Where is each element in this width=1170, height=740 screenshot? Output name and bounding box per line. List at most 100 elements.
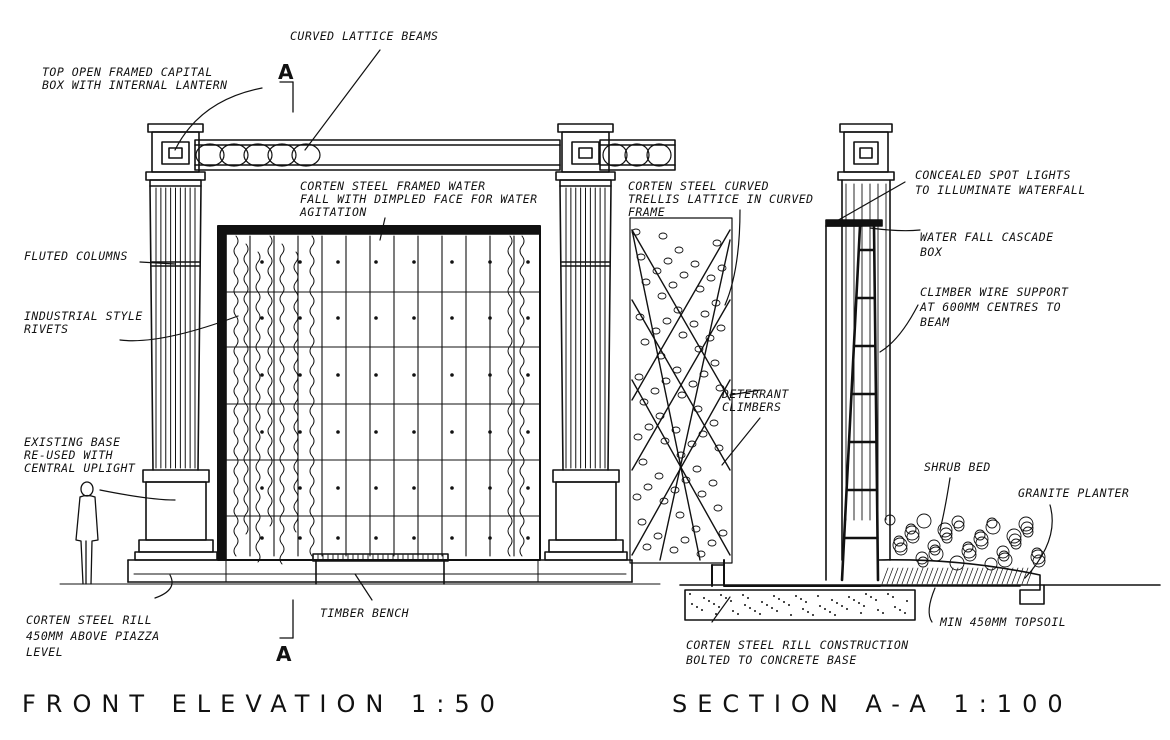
label-rivets: INDUSTRIAL STYLE RIVETS — [24, 310, 143, 336]
rivet — [374, 373, 378, 377]
climbing-vine — [267, 235, 273, 527]
curved-lattice-beam — [194, 139, 676, 171]
rivet — [526, 316, 530, 320]
trellis-leaf — [690, 260, 700, 268]
trellis-leaf — [661, 377, 671, 385]
aggregate-dot — [737, 613, 739, 615]
label-line: EXISTING BASE — [24, 435, 121, 449]
label-granite-planter: GRANITE PLANTER — [1018, 486, 1130, 500]
aggregate-dot — [783, 601, 785, 603]
title-front-elevation: FRONT ELEVATION 1:50 — [22, 690, 505, 718]
aggregate-dot — [732, 610, 734, 612]
shrub-leaf — [916, 513, 932, 529]
rivet — [298, 373, 302, 377]
climbing-vine — [309, 235, 315, 557]
aggregate-dot — [766, 604, 768, 606]
aggregate-dot — [877, 609, 879, 611]
shrub-leaf — [973, 531, 989, 547]
shrub-leaf — [962, 541, 974, 553]
soil-hatch — [906, 567, 914, 585]
trellis-leaf — [676, 451, 686, 459]
aggregate-dot — [701, 609, 703, 611]
label-line: CLIMBER WIRE SUPPORT — [920, 285, 1069, 299]
label-climber-wire: CLIMBER WIRE SUPPORT AT 600MM CENTRES TO… — [920, 285, 1068, 330]
aggregate-dot — [805, 601, 807, 603]
soil-hatch — [901, 567, 909, 585]
section-line — [279, 81, 294, 639]
trellis-leaf — [710, 359, 720, 367]
label-line: AGITATION — [300, 205, 367, 219]
soil-hatch — [891, 567, 899, 585]
rivet — [336, 316, 340, 320]
lattice-ring — [646, 143, 672, 167]
aggregate-dot — [802, 608, 804, 610]
shrub-bed — [884, 513, 1046, 571]
shrub-leaf — [884, 514, 896, 526]
label-line: LEVEL — [26, 645, 64, 659]
left-column — [134, 123, 218, 561]
lattice-ring — [219, 143, 249, 167]
climbing-vine — [233, 235, 239, 557]
shrub-leaf — [963, 548, 977, 562]
trellis-leaf — [694, 345, 704, 353]
trellis-leaf — [673, 306, 683, 314]
shrub-leaf — [974, 529, 986, 541]
aggregate-dot — [730, 600, 732, 602]
shrub-leaf — [893, 535, 905, 547]
trellis-leaf — [677, 391, 687, 399]
soil-hatch — [946, 567, 954, 585]
trellis-leaf — [681, 476, 691, 484]
aggregate-dot — [841, 605, 843, 607]
trellis-leaf — [663, 257, 673, 265]
trellis-leaf — [670, 486, 680, 494]
aggregate-dot — [892, 596, 894, 598]
label-rill-construction: CORTEN STEEL RILL CONSTRUCTION BOLTED TO… — [686, 638, 909, 668]
shrub-leaf — [937, 522, 953, 538]
soil-hatch — [921, 567, 929, 585]
climbing-vine — [279, 243, 285, 565]
trellis-leaf — [659, 497, 669, 505]
rivet — [298, 430, 302, 434]
soil-hatch — [1016, 567, 1024, 585]
aggregate-dot — [860, 612, 862, 614]
shrub-leaf — [951, 515, 965, 529]
aggregate-dot — [853, 599, 855, 601]
soil-hatch — [1011, 567, 1019, 585]
aggregate-dot — [773, 595, 775, 597]
rivet — [526, 486, 530, 490]
aggregate-dot — [749, 607, 751, 609]
soil-hatch — [886, 567, 894, 585]
aggregate-dot — [800, 598, 802, 600]
trellis-leaf — [668, 281, 678, 289]
rivet — [450, 486, 454, 490]
label-line: INDUSTRIAL STYLE — [24, 309, 143, 323]
title-section: SECTION A-A 1:100 — [672, 690, 1073, 718]
aggregate-dot — [887, 593, 889, 595]
aggregate-dot — [771, 607, 773, 609]
soil-hatch — [956, 567, 964, 585]
soil-hatch — [926, 567, 934, 585]
trellis-leaf — [696, 550, 706, 558]
rivet — [260, 316, 264, 320]
soil-hatch — [991, 567, 999, 585]
rivet — [412, 260, 416, 264]
granite-planter — [877, 559, 1045, 605]
rivet — [526, 260, 530, 264]
aggregate-dot — [812, 614, 814, 616]
rivet — [488, 430, 492, 434]
timber-bench — [312, 553, 449, 585]
lattice-ring — [267, 143, 297, 167]
aggregate-dot — [870, 596, 872, 598]
trellis-leaf — [707, 539, 717, 547]
aggregate-dot — [691, 603, 693, 605]
soil-hatch — [896, 567, 904, 585]
aggregate-dot — [696, 606, 698, 608]
rivet — [374, 430, 378, 434]
trellis-leaf — [692, 465, 702, 473]
rivet — [450, 260, 454, 264]
aggregate-dot — [790, 614, 792, 616]
label-line: TOP OPEN FRAMED CAPITAL — [42, 65, 213, 79]
trellis-leaf — [718, 529, 728, 537]
trellis-leaf — [699, 370, 709, 378]
label-line: BOLTED TO CONCRETE BASE — [686, 653, 857, 667]
